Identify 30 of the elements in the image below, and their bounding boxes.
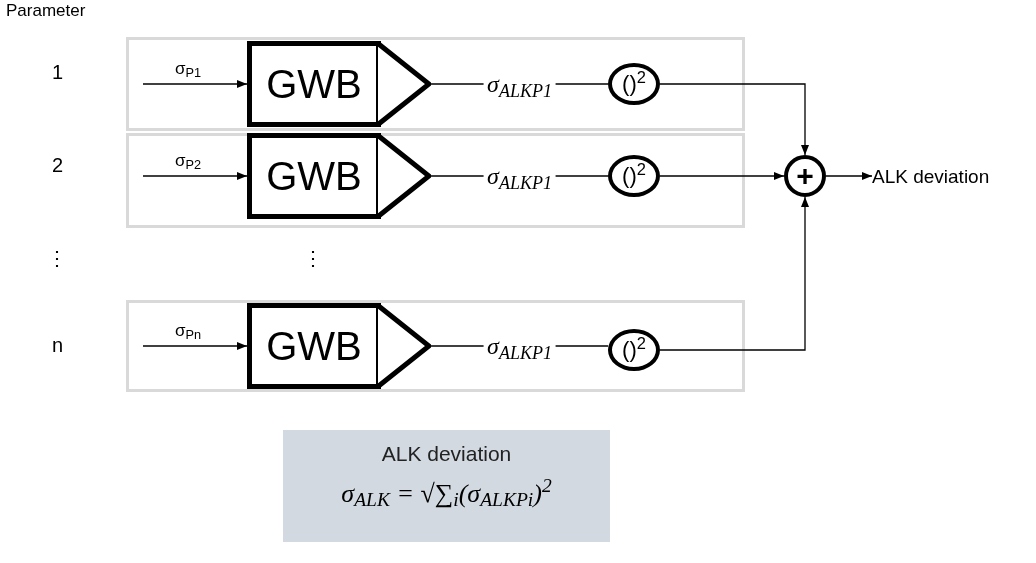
square-operator-circle: ()$^{2}$ [608, 63, 660, 105]
block-label: GWB [265, 61, 363, 108]
connector-arrow [659, 172, 785, 180]
connector-arrow [659, 83, 809, 156]
row-band [126, 133, 745, 228]
row-label: n [52, 335, 64, 355]
row-band [126, 300, 745, 392]
row-band [126, 37, 745, 131]
formula-text: σ$_{ALK}$ = √∑$_{i}$(σ$_{ALK}$$_{Pi}$)$^{2}$ [341, 473, 552, 513]
amplifier-block [247, 303, 431, 389]
connector-arrow [142, 342, 248, 350]
amplifier-block [247, 133, 431, 219]
connector-arrow [659, 196, 809, 351]
row-label: 2 [52, 155, 64, 175]
square-operator-circle: ()$^{2}$ [608, 329, 660, 371]
summing-junction: + [784, 155, 826, 197]
formula-panel [283, 430, 610, 542]
axis-title: Parameter [6, 2, 86, 19]
block-label: GWB [265, 153, 363, 200]
connector-arrow [825, 172, 873, 180]
amplifier-block [247, 41, 431, 127]
row-label: ⋮ [303, 248, 323, 268]
block-label: GWB [265, 323, 363, 370]
output-label: ALK deviation [872, 163, 1032, 189]
square-operator-circle: ()$^{2}$ [608, 155, 660, 197]
connector-arrow [142, 172, 248, 180]
panel-title: ALK deviation [381, 441, 512, 467]
connector-arrow [142, 80, 248, 88]
row-label: ⋮ [47, 248, 67, 268]
row-label: 1 [52, 62, 64, 82]
